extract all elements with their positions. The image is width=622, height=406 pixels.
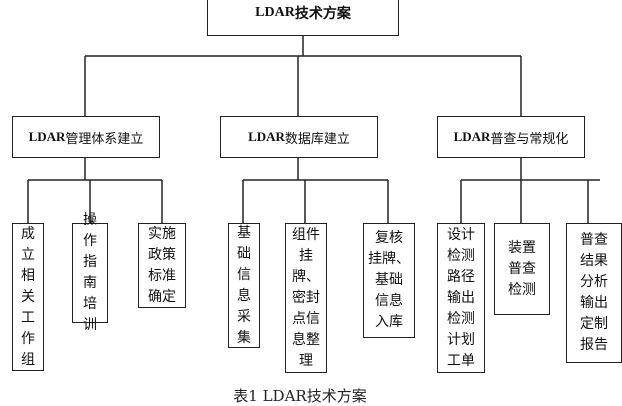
root-node: LDAR 技术方案	[207, 0, 399, 36]
branch-2-label-latin: LDAR	[248, 129, 285, 144]
root-label-latin: LDAR	[255, 5, 295, 20]
branch-1-label-latin: LDAR	[28, 129, 66, 144]
leaf-node-2-2: 组件 挂 牌、 密封 点信 息整 理	[285, 223, 327, 373]
branch-3-label-latin: LDAR	[453, 129, 491, 144]
leaf-node-2-1: 基 础 信 息 采 集	[228, 223, 260, 348]
diagram-canvas: LDAR 技术方案 LDAR 管理体系建立 LDAR 数据库建立 LDAR 普查…	[12, 0, 622, 405]
branch-node-database: LDAR 数据库建立	[220, 116, 378, 158]
leaf-2-2-label: 组件 挂 牌、 密封 点信 息整 理	[292, 226, 320, 369]
leaf-node-3-3: 普查 结果 分析 输出 定制 报告	[566, 223, 622, 363]
leaf-node-1-1: 成 立 相 关 工 作 组	[12, 223, 44, 371]
branch-3-label-cjk: 普查与常规化	[490, 131, 569, 147]
leaf-1-3-label: 实施 政策 标准 确定	[148, 225, 176, 305]
branch-node-management: LDAR 管理体系建立	[12, 116, 160, 158]
figure-caption: 表1 LDAR技术方案	[233, 387, 367, 405]
connector-lines	[27, 35, 600, 223]
leaf-1-2-label: 操 作 指 南 培 训	[83, 212, 97, 333]
leaf-3-1-label: 设计 检测 路径 输出 检测 计划 工单	[447, 226, 475, 369]
branch-1-label-cjk: 管理体系建立	[65, 131, 144, 147]
leaf-3-2-label: 装置 普查 检测	[508, 239, 536, 298]
branch-node-survey: LDAR 普查与常规化	[437, 116, 585, 158]
leaf-1-1-label: 成 立 相 关 工 作 组	[21, 225, 35, 368]
branch-2-label-cjk: 数据库建立	[284, 131, 350, 147]
leaf-node-1-2: 操 作 指 南 培 训	[72, 212, 108, 333]
leaf-node-3-2: 装置 普查 检测	[494, 223, 550, 315]
leaf-node-2-3: 复核 挂牌、 基础 信息 入库	[363, 223, 415, 338]
leaf-node-1-3: 实施 政策 标准 确定	[138, 223, 186, 308]
leaf-2-3-label: 复核 挂牌、 基础 信息 入库	[368, 230, 410, 330]
leaf-2-1-label: 基 础 信 息 采 集	[237, 224, 251, 346]
leaf-3-3-label: 普查 结果 分析 输出 定制 报告	[580, 232, 608, 353]
root-label-cjk: 技术方案	[294, 6, 351, 22]
leaf-node-3-1: 设计 检测 路径 输出 检测 计划 工单	[437, 223, 485, 373]
